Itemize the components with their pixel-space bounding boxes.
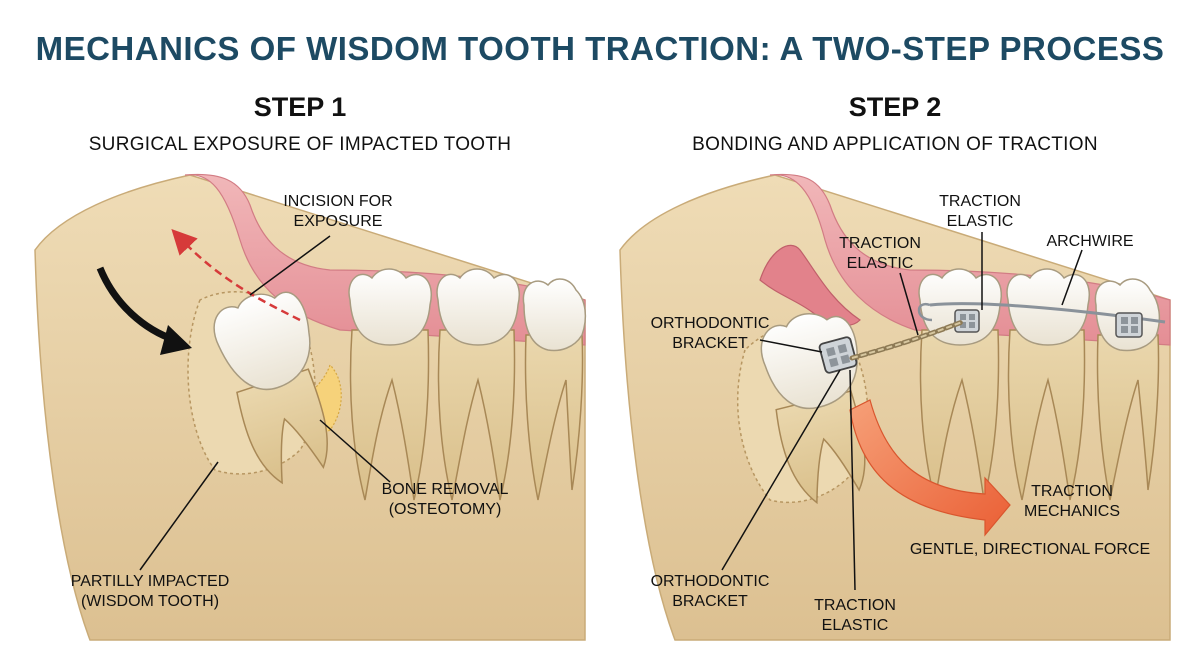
step-2-heading: STEP 2 <box>848 92 942 122</box>
incision-arrow <box>171 228 301 322</box>
leader-archwire <box>1061 249 1083 306</box>
bracket-wisdom <box>818 336 858 374</box>
leader-incision <box>249 235 331 296</box>
bracket-molar-c <box>1115 312 1143 338</box>
label-impacted-tooth: PARTILLY IMPACTED(WISDOM TOOTH) <box>70 573 230 610</box>
molar-2a <box>918 268 1003 501</box>
step-2-subtitle: BONDING AND APPLICATION OF TRACTION <box>692 134 1098 155</box>
wisdom-tooth-2 <box>760 313 866 505</box>
step-1-heading: STEP 1 <box>253 92 347 122</box>
archwire-loop <box>917 302 933 322</box>
panel-step-2 <box>619 173 1171 641</box>
molar-1c <box>522 278 587 501</box>
surgical-flap <box>759 244 861 327</box>
leader-elastic-bottom <box>849 369 856 591</box>
black-arrow-head <box>160 325 192 355</box>
page-title: MECHANICS OF WISDOM TOOTH TRACTION: A TW… <box>35 30 1165 67</box>
leader-bone-removal <box>319 419 391 483</box>
leader-elastic-mid <box>899 272 919 336</box>
label-bone-removal: BONE REMOVAL(OSTEOTOMY) <box>381 481 509 518</box>
panel-step-1 <box>34 173 587 641</box>
traction-arrow <box>849 399 1011 537</box>
label-gentle-force: GENTLE, DIRECTIONAL FORCE <box>909 541 1151 558</box>
bracket-molar-a <box>954 309 980 333</box>
molar-1b <box>436 268 521 501</box>
molar-1a <box>348 268 433 501</box>
leader-bracket-top <box>759 339 823 353</box>
leader-impacted <box>139 461 219 571</box>
leader-bracket-bottom <box>721 369 841 571</box>
label-archwire: ARCHWIRE <box>1046 233 1134 250</box>
wisdom-tooth-1 <box>213 291 328 485</box>
step-1-subtitle: SURGICAL EXPOSURE OF IMPACTED TOOTH <box>88 134 512 155</box>
elastic-chain-core <box>851 321 963 359</box>
